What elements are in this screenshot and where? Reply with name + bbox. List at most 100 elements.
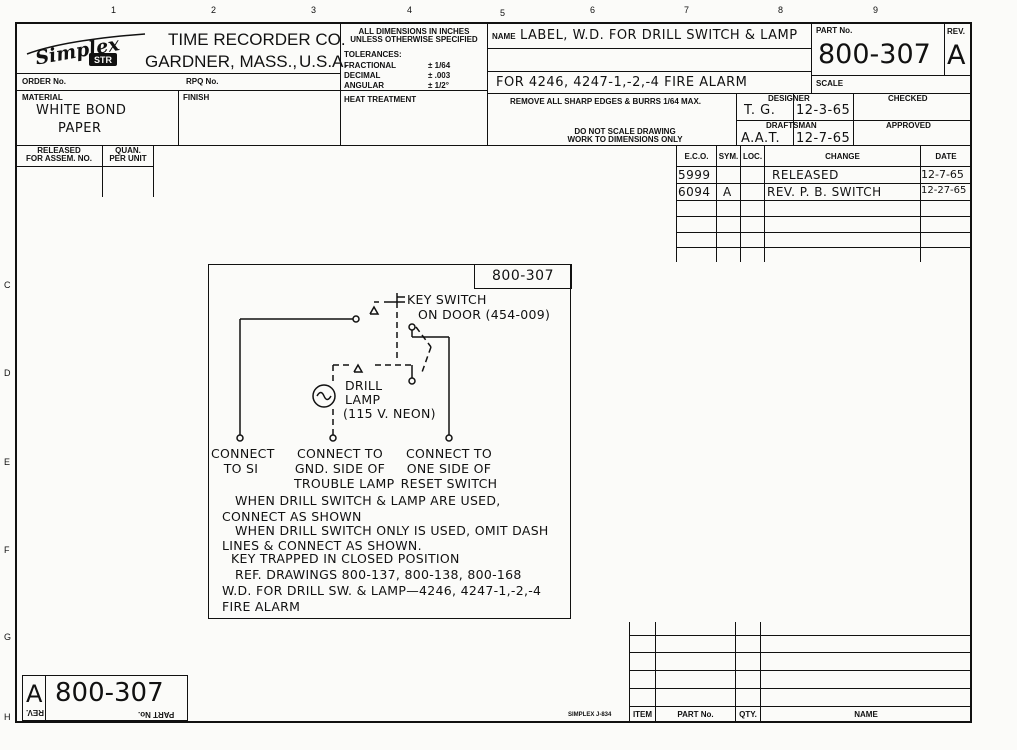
material-label: MATERIAL <box>22 93 63 102</box>
connect-gnd-line-2: GND. SIDE OF <box>294 461 386 476</box>
company-city: GARDNER, MASS., <box>145 52 298 71</box>
connect-si-line-1: CONNECT <box>211 446 275 461</box>
designer-value: T. G. <box>744 103 776 118</box>
drawing-border <box>15 22 972 723</box>
part-no-value: 800-307 <box>818 39 931 70</box>
rev-header-loc: LOC. <box>742 152 763 161</box>
lamp-label-2: LAMP <box>345 392 381 407</box>
no-scale-note: DO NOT SCALE DRAWING WORK TO DIMENSIONS … <box>540 128 710 144</box>
rpq-no-label: RPQ No. <box>186 77 219 86</box>
quan-label: QUAN. PER UNIT <box>103 147 153 163</box>
tolerances-label: TOLERANCES: <box>344 50 402 59</box>
rev-label: REV. <box>947 27 965 36</box>
zone-col-6: 6 <box>590 5 596 15</box>
parts-header-part-no: PART No. <box>677 710 714 719</box>
corner-part-no: 800-307 <box>55 678 164 708</box>
connect-si-label: CONNECT TO SI <box>211 446 275 476</box>
connect-reset-line-3: RESET SWITCH <box>400 476 498 491</box>
corner-part-no-label: PART No. <box>138 710 175 719</box>
label-part-no-box: 800-307 <box>474 263 572 289</box>
simplex-logo: Simplex STR <box>25 26 155 71</box>
note-line-3: WHEN DRILL SWITCH ONLY IS USED, OMIT DAS… <box>235 523 549 538</box>
rev-change: REV. P. B. SWITCH <box>767 185 882 199</box>
key-switch-label-2: ON DOOR (454-009) <box>418 307 551 322</box>
rev-eco: 5999 <box>678 168 711 182</box>
zone-col-4: 4 <box>407 5 413 15</box>
key-switch-label-1: KEY SWITCH <box>407 292 487 307</box>
zone-col-5: 5 <box>500 8 506 18</box>
draftsman-value: A.A.T. <box>741 131 781 146</box>
rev-header-date: DATE <box>935 152 957 161</box>
heat-treatment-label: HEAT TREATMENT <box>344 95 417 104</box>
note-line-7: W.D. FOR DRILL SW. & LAMP—4246, 4247-1,-… <box>222 583 542 598</box>
approved-label: APPROVED <box>886 121 931 130</box>
order-no-label: ORDER No. <box>22 77 66 86</box>
rev-header-sym: SYM. <box>718 152 739 161</box>
zone-col-2: 2 <box>211 5 217 15</box>
note-line-6: REF. DRAWINGS 800-137, 800-138, 800-168 <box>235 567 522 582</box>
connect-gnd-line-1: CONNECT TO <box>297 446 383 461</box>
dimensions-note-line-1: ALL DIMENSIONS IN INCHES <box>358 27 470 36</box>
connect-reset-line-2: ONE SIDE OF <box>406 461 492 476</box>
zone-row-h: H <box>4 712 11 722</box>
zone-row-e: E <box>4 457 11 467</box>
material-value-1: WHITE BOND <box>36 103 127 118</box>
zone-row-d: D <box>4 368 11 378</box>
no-scale-line-1: DO NOT SCALE DRAWING <box>574 127 676 136</box>
edges-note: REMOVE ALL SHARP EDGES & BURRS 1/64 MAX. <box>510 97 701 106</box>
zone-col-9: 9 <box>873 5 879 15</box>
zone-col-8: 8 <box>778 5 784 15</box>
zone-col-7: 7 <box>684 5 690 15</box>
parts-header-item: ITEM <box>632 710 653 719</box>
released-label: RELEASED FOR ASSEM. NO. <box>17 147 101 163</box>
part-no-label: PART No. <box>816 26 853 35</box>
dimensions-note: ALL DIMENSIONS IN INCHES UNLESS OTHERWIS… <box>344 28 484 44</box>
dimensions-note-line-2: UNLESS OTHERWISE SPECIFIED <box>350 35 478 44</box>
name-label: NAME <box>492 32 516 41</box>
note-line-4: LINES & CONNECT AS SHOWN. <box>222 538 422 553</box>
draftsman-date: 12-7-65 <box>796 131 851 146</box>
rev-change: RELEASED <box>772 168 839 182</box>
note-line-1: WHEN DRILL SWITCH & LAMP ARE USED, <box>235 493 501 508</box>
zone-row-g: G <box>4 632 12 642</box>
tol-decimal-label: DECIMAL <box>344 71 381 80</box>
designer-date: 12-3-65 <box>796 103 851 118</box>
rev-header-eco: E.C.O. <box>684 152 709 161</box>
drawing-name-line-2: FOR 4246, 4247-1,-2,-4 FIRE ALARM <box>496 75 748 90</box>
tol-angular-label: ANGULAR <box>344 81 384 90</box>
material-value-2: PAPER <box>58 121 102 136</box>
designer-label: DESIGNER <box>768 94 810 103</box>
note-line-8: FIRE ALARM <box>222 599 301 614</box>
zone-col-3: 3 <box>311 5 317 15</box>
tol-decimal-value: ± .003 <box>428 71 451 80</box>
wiring-diagram <box>236 293 453 442</box>
form-number: SIMPLEX J-834 <box>568 712 612 718</box>
wiring-label: 800-307 <box>208 263 572 619</box>
corner-rev-label: REV. <box>26 708 44 717</box>
connect-gnd-label: CONNECT TO GND. SIDE OF TROUBLE LAMP <box>294 446 394 491</box>
tol-fractional-value: ± 1/64 <box>428 61 451 70</box>
rev-value: A <box>947 40 966 71</box>
connect-reset-label: CONNECT TO ONE SIDE OF RESET SWITCH <box>399 446 499 491</box>
note-line-2: CONNECT AS SHOWN <box>222 509 362 524</box>
zone-col-1: 1 <box>111 5 117 15</box>
zone-row-f: F <box>4 545 10 555</box>
parts-header-qty: QTY. <box>739 710 757 719</box>
corner-stamp: A REV. 800-307 PART No. <box>22 675 188 721</box>
checked-label: CHECKED <box>888 94 928 103</box>
draftsman-label: DRAFTSMAN <box>766 121 817 130</box>
svg-text:STR: STR <box>94 55 113 65</box>
corner-rev-value: A <box>26 680 43 708</box>
company-name: TIME RECORDER CO. <box>168 30 346 49</box>
rev-eco: 6094 <box>678 185 711 199</box>
quan-label-line-1: QUAN. <box>115 146 141 155</box>
quan-label-line-2: PER UNIT <box>109 154 147 163</box>
rev-sym: A <box>723 185 732 199</box>
rev-date: 12-27-65 <box>921 185 967 196</box>
lamp-label-1: DRILL <box>345 378 383 393</box>
scale-label: SCALE <box>816 79 844 88</box>
connect-reset-line-1: CONNECT TO <box>406 446 492 461</box>
tol-fractional-label: FRACTIONAL <box>344 61 396 70</box>
note-line-5: KEY TRAPPED IN CLOSED POSITION <box>231 551 460 566</box>
zone-row-c: C <box>4 280 11 290</box>
